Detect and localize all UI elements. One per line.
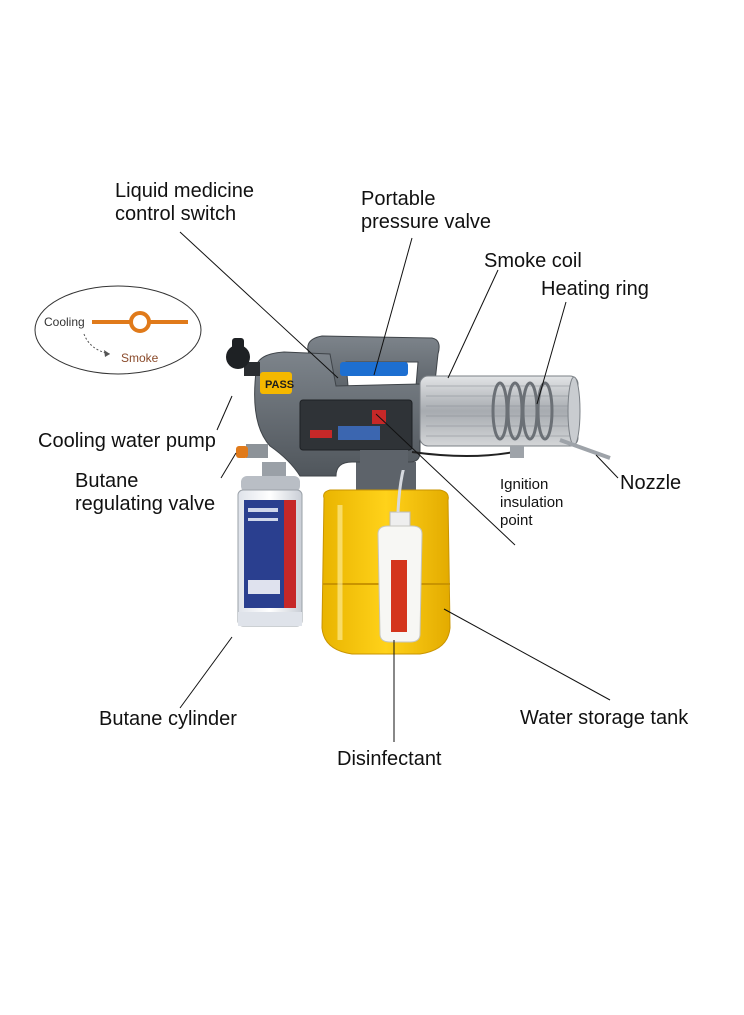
label-heating-ring: Heating ring [541,278,649,301]
cooling-smoke-inset: Cooling Smoke [35,286,201,374]
label-water-storage-tank: Water storage tank [520,707,688,730]
label-line: control switch [115,203,254,226]
fogger-body: PASS [226,336,439,476]
line-water-tank [444,609,610,700]
line-butane-valve [221,453,236,478]
line-liquid-medicine [180,232,338,378]
line-smoke-coil [448,270,498,378]
label-line: point [500,512,563,530]
label-liquid-medicine-switch: Liquid medicine control switch [115,180,254,226]
label-line: Portable [361,188,491,211]
line-butane-cylinder [180,637,232,708]
inset-ring [131,313,149,331]
label-line: Liquid medicine [115,180,254,203]
label-line: insulation [500,494,563,512]
label-line: regulating valve [75,493,215,516]
label-butane-cylinder: Butane cylinder [99,708,237,731]
label-smoke-coil: Smoke coil [484,250,582,273]
label-line: Butane [75,470,215,493]
label-cooling-water-pump: Cooling water pump [38,430,216,453]
inset-smoke-label: Smoke [121,351,159,365]
line-cooling-pump [217,396,232,430]
label-nozzle: Nozzle [620,472,681,495]
heating-barrel [412,376,610,458]
label-butane-regulating-valve: Butane regulating valve [75,470,215,516]
pass-badge-text: PASS [265,379,294,391]
orange-regulating-knob [236,446,248,458]
label-disinfectant: Disinfectant [337,748,442,771]
label-ignition-insulation-point: Ignition insulation point [500,476,563,530]
label-pressure-valve: Portable pressure valve [361,188,491,234]
butane-cylinder [238,462,302,626]
label-line: pressure valve [361,211,491,234]
label-line: Ignition [500,476,563,494]
inset-cooling-label: Cooling [44,315,85,329]
